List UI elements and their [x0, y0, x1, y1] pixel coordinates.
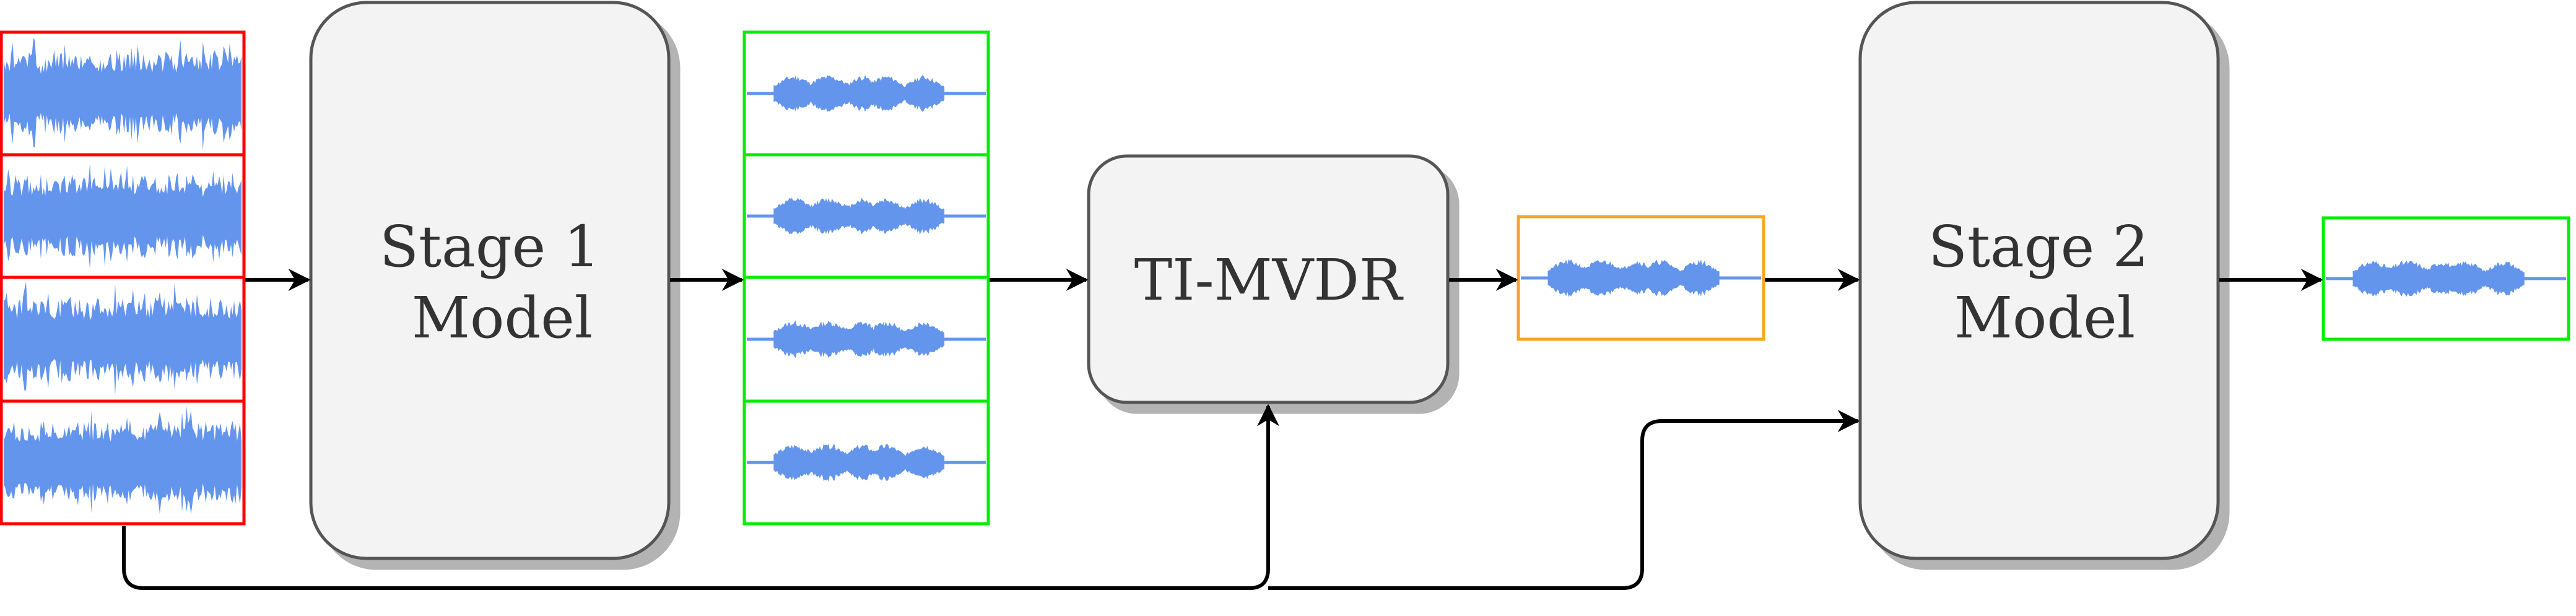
arrow-input-to-timvdr [122, 404, 1279, 590]
final-output [2321, 216, 2570, 341]
speech-waveform-icon [747, 197, 986, 235]
enhanced-channel-1 [742, 30, 990, 157]
noisy-channel-2 [0, 153, 246, 279]
speech-waveform-icon [1521, 259, 1761, 297]
noisy-waveform-icon [4, 38, 242, 151]
enhanced-channel-4 [742, 399, 990, 526]
noisy-waveform-icon [4, 406, 242, 514]
speech-waveform-icon [747, 320, 986, 358]
speech-waveform-icon [747, 443, 986, 482]
stage1-label-line2: Model [412, 285, 593, 351]
speech-waveform-icon [2326, 260, 2566, 297]
enhanced-channel-2 [742, 153, 990, 279]
stage1-label-line1: Stage 1 [380, 214, 600, 280]
noisy-waveform-icon [4, 163, 242, 270]
enhanced-channel-3 [742, 275, 990, 403]
timvdr-label: TI-MVDR [1134, 247, 1404, 313]
noisy-waveform-icon [4, 281, 242, 396]
noisy-channel-3 [0, 275, 246, 403]
stage2-model-block: Stage 2 Model [1858, 1, 2220, 560]
stage2-label-line1: Stage 2 [1928, 214, 2149, 280]
connectors [122, 269, 2323, 590]
speech-waveform-icon [747, 75, 986, 112]
beamformed-output [1516, 215, 1765, 341]
stage1-model-block: Stage 1 Model [309, 1, 671, 560]
timvdr-block: TI-MVDR [1087, 154, 1450, 404]
noisy-channel-1 [0, 30, 246, 157]
noisy-input-group [0, 30, 246, 526]
noisy-channel-4 [0, 399, 246, 526]
arrow-input-to-stage2 [1268, 410, 1860, 590]
stage2-label-line2: Model [1954, 285, 2135, 351]
enhanced-channels-group [742, 30, 990, 526]
